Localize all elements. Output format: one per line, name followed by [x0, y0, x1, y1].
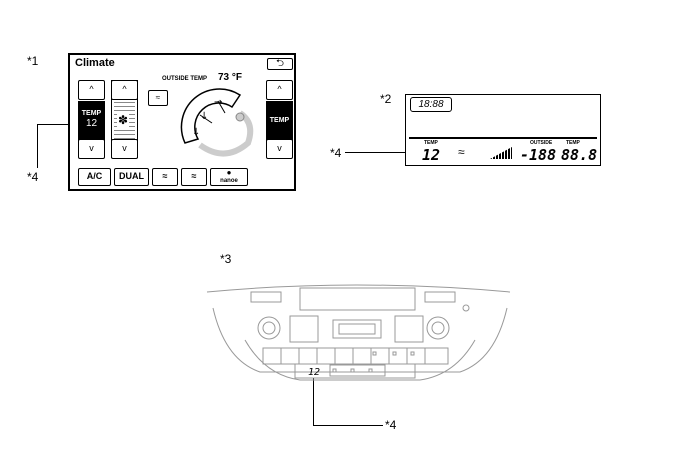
lcd-display: 18:88 TEMP 12 ≈ OUTSIDE -188 TEMP 88.8 — [405, 94, 601, 166]
nanoe-button[interactable]: ● nanoe — [210, 168, 248, 186]
lcd-divider — [409, 137, 597, 139]
lcd-right-temp-value: 88.8 — [561, 146, 598, 164]
outside-temp-value: 73 °F — [218, 72, 243, 83]
leader-line-screen-v — [37, 124, 38, 168]
leader-line-lcd — [345, 152, 427, 153]
nanoe-label: nanoe — [220, 178, 238, 184]
nanoe-icon: ● — [226, 168, 232, 177]
left-temp-down-button[interactable]: v — [78, 139, 105, 159]
left-temp-value: 12 — [85, 118, 98, 129]
right-temp-up-button[interactable]: ^ — [266, 80, 293, 100]
callout-1: *1 — [27, 54, 39, 68]
climate-screen: Climate ⮌ ^ TEMP 12 v ✽ ^ v OUTSIDE TEMP… — [68, 53, 296, 191]
lcd-outside-label: OUTSIDE — [530, 140, 553, 146]
outside-temp-label: OUTSIDE TEMP — [162, 76, 208, 82]
fan-icon: ✽ — [117, 113, 130, 127]
leader-line-dash-h — [313, 425, 383, 426]
dual-button[interactable]: DUAL — [114, 168, 149, 186]
right-temp-display: TEMP — [266, 101, 293, 145]
callout-4-screen: *4 — [27, 170, 39, 184]
callout-4-lcd: *4 — [330, 146, 342, 160]
lcd-temp-label: TEMP — [424, 140, 438, 146]
left-temp-display: TEMP 12 — [78, 101, 105, 145]
left-temp-up-button[interactable]: ^ — [78, 80, 105, 100]
callout-2: *2 — [380, 92, 392, 106]
feet-arrow-icon: ↓ — [192, 127, 200, 138]
leader-line-screen-h — [37, 124, 74, 125]
center-console-drawing: 12 — [206, 284, 511, 381]
right-temp-down-button[interactable]: v — [266, 139, 293, 159]
front-defog-button[interactable]: ≈ — [181, 168, 207, 186]
screen-title: Climate — [75, 57, 115, 69]
ac-button[interactable]: A/C — [78, 168, 111, 186]
callout-3: *3 — [220, 252, 232, 266]
windshield-defog-button[interactable]: ≈ — [148, 90, 168, 106]
lcd-clock: 18:88 — [410, 97, 452, 112]
left-temp-label: TEMP — [81, 110, 102, 117]
airflow-selector[interactable]: ↓ ↓ → — [170, 83, 260, 163]
lcd-airflow-icon: ≈ — [458, 145, 465, 159]
lcd-outside-value: -188 — [520, 146, 557, 164]
right-temp-label: TEMP — [269, 117, 290, 124]
lcd-temp-value: 12 — [422, 146, 441, 164]
lcd-right-temp-label: TEMP — [566, 140, 580, 146]
dash-temp-display: 12 — [308, 367, 320, 378]
callout-4-dash: *4 — [385, 418, 397, 432]
body-arrow-icon: ↓ — [200, 111, 208, 122]
back-button[interactable]: ⮌ — [267, 58, 293, 70]
lcd-fan-level-icon — [490, 147, 512, 159]
fan-down-button[interactable]: v — [111, 139, 138, 159]
face-arrow-icon: → — [214, 97, 222, 108]
rear-defog-button[interactable]: ≈ — [152, 168, 178, 186]
fan-up-button[interactable]: ^ — [111, 80, 138, 100]
leader-line-dash-v — [313, 378, 314, 425]
